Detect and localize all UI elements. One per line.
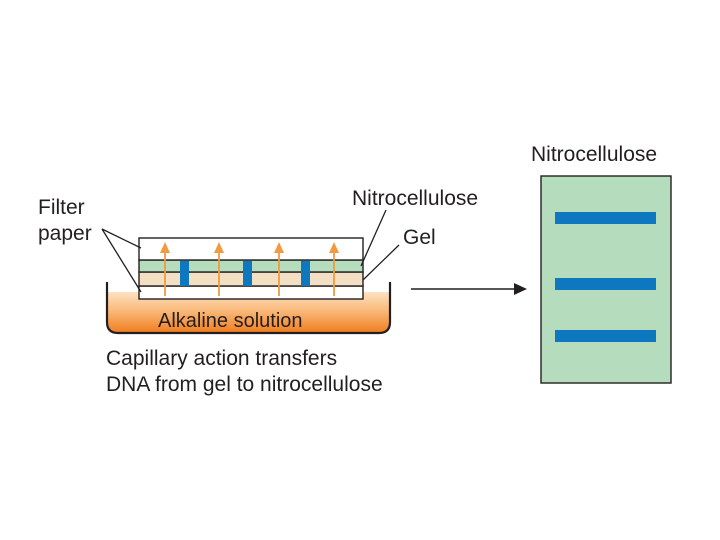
- nitrocellulose-label: Nitrocellulose: [352, 187, 478, 210]
- result-bands: [555, 212, 656, 342]
- filter-leader-bottom: [101, 228, 142, 293]
- result-band: [555, 212, 656, 224]
- gel-band: [180, 261, 189, 286]
- gel-leader: [362, 244, 400, 281]
- filter-leader-top: [101, 228, 142, 249]
- gel-bands: [180, 261, 310, 286]
- alkaline-solution-tray: [105, 282, 392, 335]
- alkaline-solution-label: Alkaline solution: [158, 310, 303, 332]
- arrow-up-icon: [274, 242, 284, 296]
- gel-band: [301, 261, 310, 286]
- caption-line-1: Capillary action transfers: [106, 347, 337, 370]
- arrow-right-icon: [411, 283, 527, 295]
- result-band: [555, 278, 656, 290]
- filter-paper-layer: [138, 237, 364, 261]
- caption-line-2: DNA from gel to nitrocellulose: [106, 373, 383, 396]
- arrow-up-icon: [329, 242, 339, 296]
- capillary-arrows: [160, 242, 339, 296]
- solution-fill: [107, 292, 390, 333]
- wick-layer: [138, 285, 364, 300]
- filter-paper-label-line2: paper: [38, 222, 92, 245]
- arrow-up-icon: [214, 242, 224, 296]
- gel-band: [243, 261, 252, 286]
- tray-outline: [105, 282, 392, 335]
- nitrocellulose-leader: [360, 209, 387, 267]
- filter-paper-label-line1: Filter: [38, 196, 85, 219]
- leader-lines: [101, 209, 400, 293]
- arrow-up-icon: [160, 242, 170, 296]
- gel-label: Gel: [403, 226, 436, 249]
- result-band: [555, 330, 656, 342]
- result-title: Nitrocellulose: [531, 143, 657, 166]
